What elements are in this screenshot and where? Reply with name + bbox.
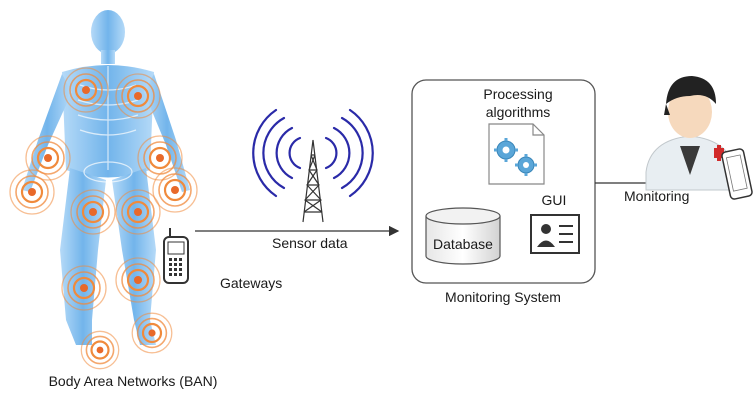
sensor-data-label: Sensor data <box>272 235 348 251</box>
monitoring-system-label: Monitoring System <box>445 289 561 305</box>
processing-label-line1: Processing <box>483 86 552 102</box>
sensor-node-icon <box>115 189 161 235</box>
gateways-label: Gateways <box>220 275 282 291</box>
gui-label: GUI <box>542 192 567 208</box>
gears-document-icon <box>488 123 545 185</box>
antenna-tower-icon <box>252 108 374 223</box>
database-label: Database <box>433 236 493 252</box>
sensor-node-icon <box>61 265 107 311</box>
sensor-node-icon <box>25 135 71 181</box>
sensor-node-icon <box>115 73 161 119</box>
database-cylinder-icon <box>425 207 501 265</box>
sensor-node-icon <box>115 257 161 303</box>
sensor-node-icon <box>63 67 109 113</box>
id-card-icon <box>530 214 580 254</box>
sensor-node-icon <box>70 189 116 235</box>
monitoring-label: Monitoring <box>624 188 689 204</box>
sensor-node-icon <box>152 167 198 213</box>
sensor-node-icon <box>137 135 183 181</box>
processing-label-line2: algorithms <box>486 104 551 120</box>
doctor-avatar-icon <box>645 76 737 191</box>
tablet-icon <box>721 148 753 200</box>
sensor-node-icon <box>9 169 55 215</box>
sensor-node-icon <box>80 330 120 370</box>
mobile-phone-icon <box>163 228 189 284</box>
ban-label: Body Area Networks (BAN) <box>49 373 218 389</box>
ban-sensors <box>9 67 198 370</box>
sensor-node-icon <box>131 312 173 354</box>
